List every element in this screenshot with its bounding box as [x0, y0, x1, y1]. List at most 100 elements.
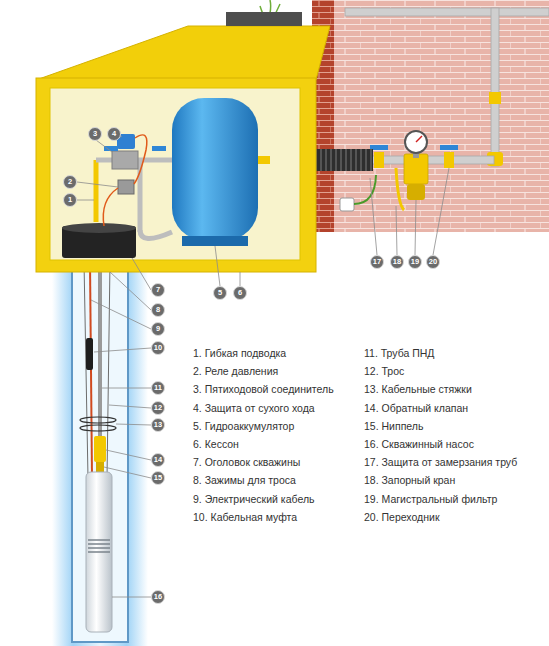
callout-number: 7 — [151, 283, 165, 297]
house-wall — [334, 0, 549, 232]
leader-line — [94, 348, 151, 352]
gauge-needle — [416, 136, 422, 142]
callout-number: 5 — [213, 286, 227, 300]
pipe-fitting — [444, 152, 454, 168]
callout-number: 18 — [390, 255, 404, 269]
leader-line — [96, 140, 112, 152]
callout-number: 13 — [151, 418, 165, 432]
callout-number: 4 — [107, 127, 121, 141]
manometer — [405, 131, 427, 153]
parts-list-item: 10. Кабельная муфта — [193, 511, 297, 524]
leader-line — [396, 206, 397, 255]
well-glow — [52, 255, 148, 646]
leader-line — [215, 246, 220, 286]
socket — [340, 198, 354, 211]
leader-line — [116, 424, 151, 425]
parts-list-item: 17. Защита от замерзания труб — [364, 456, 517, 469]
tank-base — [182, 236, 248, 246]
valve-handle — [104, 146, 118, 151]
pipe — [491, 8, 499, 166]
parts-list-item: 9. Электрический кабель — [193, 493, 315, 506]
parts-list-item: 15. Ниппель — [364, 420, 423, 433]
leader-line — [77, 200, 94, 201]
borehole-pump — [86, 472, 112, 632]
pipe — [345, 8, 549, 16]
filter-body — [404, 154, 428, 184]
callout-number: 10 — [151, 341, 165, 355]
parts-list-item: 1. Гибкая подводка — [193, 347, 286, 360]
callout-number: 12 — [151, 401, 165, 415]
five-way-fitting — [112, 151, 138, 169]
leader-line — [77, 182, 118, 187]
well-casing — [72, 258, 128, 642]
parts-list-item: 6. Кессон — [193, 438, 239, 451]
caisson-roof — [36, 26, 330, 80]
leader-line — [132, 258, 151, 290]
callout-number: 6 — [233, 286, 247, 300]
parts-list-item: 4. Защита от сухого хода — [193, 402, 315, 415]
pipe — [370, 156, 494, 164]
leader-line — [104, 467, 151, 478]
parts-list-item: 20. Переходник — [364, 511, 439, 524]
parts-list-item: 3. Пятиходовой соединитель — [193, 383, 334, 396]
pipe-fitting — [374, 152, 384, 168]
caisson-interior — [50, 88, 300, 260]
leader-line — [240, 272, 241, 286]
parts-list-item: 8. Зажимы для троса — [193, 474, 296, 487]
parts-list-item: 19. Магистральный фильтр — [364, 493, 497, 506]
leader-line — [102, 388, 151, 389]
rope — [107, 262, 110, 478]
leader-line — [109, 405, 151, 408]
parts-list-item: 12. Трос — [364, 365, 404, 378]
callout-number: 20 — [426, 255, 440, 269]
callout-number: 3 — [88, 127, 102, 141]
cable-tie — [80, 417, 116, 423]
parts-list-item: 18. Запорный кран — [364, 474, 455, 487]
callout-number: 14 — [151, 453, 165, 467]
parts-list-item: 13. Кабельные стяжки — [364, 383, 472, 396]
parts-list-item: 11. Труба ПНД — [364, 347, 434, 360]
pipe-fitting — [258, 156, 270, 164]
parts-list-item: 5. Гидроаккумулятор — [193, 420, 294, 433]
pump-grille — [88, 540, 110, 552]
leader-lines — [77, 136, 449, 597]
cable-coupling — [86, 338, 93, 370]
well-head-top — [62, 223, 136, 233]
dry-run-protection — [118, 180, 134, 194]
leader-line — [112, 597, 151, 598]
caisson-body — [36, 78, 316, 272]
parts-list-item: 16. Скважинный насос — [364, 438, 474, 451]
callout-number: 8 — [151, 303, 165, 317]
leader-line — [415, 200, 416, 255]
leader-line — [433, 168, 449, 255]
leader-line — [110, 272, 151, 310]
callout-number: 1 — [63, 193, 77, 207]
nipple — [96, 462, 104, 472]
callout-number: 9 — [151, 322, 165, 336]
valve-handle — [440, 145, 458, 150]
cable-tie — [80, 425, 116, 431]
leader-line — [91, 300, 151, 329]
callout-number: 15 — [151, 471, 165, 485]
callout-number: 19 — [408, 255, 422, 269]
parts-list-item: 7. Оголовок скважины — [193, 456, 300, 469]
heating-cable — [354, 175, 376, 204]
callout-number: 2 — [63, 175, 77, 189]
rope — [84, 262, 88, 478]
valve-handle — [152, 146, 166, 151]
parts-list-item: 14. Обратный клапан — [364, 402, 468, 415]
parts-list-item: 2. Реле давления — [193, 365, 278, 378]
callout-number: 17 — [370, 255, 384, 269]
hdpe-pipe — [98, 262, 102, 438]
filter-bowl — [407, 184, 425, 200]
power-wire — [103, 135, 147, 226]
callout-number: 11 — [151, 381, 165, 395]
caisson-hatch — [226, 12, 302, 26]
flexible-connection — [94, 160, 99, 222]
flexible-hose — [140, 230, 172, 239]
leader-line — [106, 450, 151, 460]
drain-hose — [396, 168, 404, 210]
callout-number: 16 — [151, 590, 165, 604]
check-valve — [94, 436, 106, 462]
